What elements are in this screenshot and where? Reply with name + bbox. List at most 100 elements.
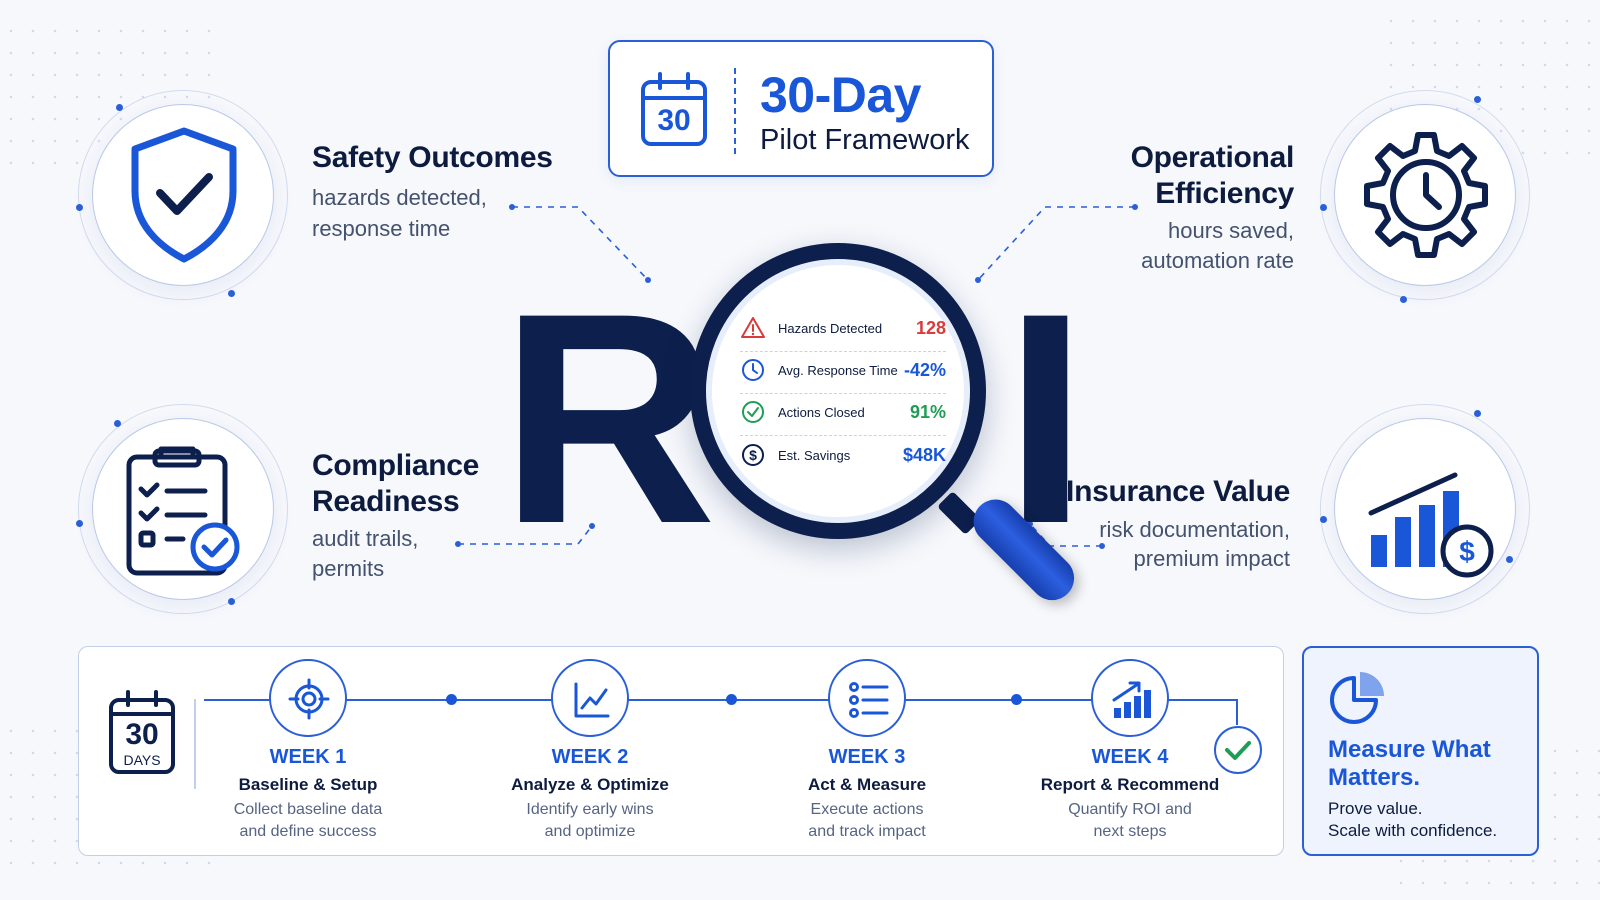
insurance-desc-2: premium impact bbox=[1133, 546, 1290, 571]
timeline-calendar-label: DAYS bbox=[123, 752, 161, 768]
calendar-number: 30 bbox=[657, 104, 691, 137]
svg-text:$: $ bbox=[1459, 536, 1475, 567]
metric-label: Est. Savings bbox=[778, 447, 851, 463]
ring-dot bbox=[1506, 556, 1513, 563]
gear-clock-icon bbox=[1364, 132, 1488, 258]
dollar-circle-icon: $ bbox=[742, 444, 764, 466]
metric-label: Hazards Detected bbox=[778, 320, 883, 336]
metric-value: -42% bbox=[903, 359, 946, 380]
week-4-desc-2: next steps bbox=[1093, 823, 1167, 840]
safety-ring bbox=[78, 90, 288, 300]
target-icon bbox=[288, 678, 330, 720]
compliance-desc-2: permits bbox=[312, 556, 385, 581]
measure-desc: Prove value. Scale with confidence. bbox=[1328, 798, 1538, 842]
insurance-icon-circle: $ bbox=[1334, 418, 1516, 600]
bar-chart-dollar-icon: $ bbox=[1368, 472, 1494, 578]
week-4-desc-1: Quantify ROI and bbox=[1068, 801, 1192, 818]
timeline-line bbox=[204, 699, 1238, 701]
measure-desc-2: Scale with confidence. bbox=[1328, 821, 1498, 840]
ring-dot bbox=[76, 520, 83, 527]
ring-dot bbox=[114, 420, 121, 427]
safety-title: Safety Outcomes bbox=[312, 141, 553, 174]
timeline-node bbox=[726, 694, 737, 705]
ring-dot bbox=[1474, 96, 1481, 103]
ring-dot bbox=[76, 204, 83, 211]
timeline-divider bbox=[194, 699, 196, 789]
measure-desc-1: Prove value. bbox=[1328, 799, 1423, 818]
week-2-desc-2: and optimize bbox=[544, 823, 636, 840]
timeline-line-drop bbox=[1236, 699, 1238, 725]
week-1-subtitle: Baseline & Setup bbox=[238, 775, 378, 794]
operational-title-2: Efficiency bbox=[1155, 177, 1294, 210]
ring-dot bbox=[116, 104, 123, 111]
line-chart-icon bbox=[574, 682, 610, 718]
timeline-node bbox=[446, 694, 457, 705]
week-3-desc-1: Execute actions bbox=[810, 801, 924, 818]
title-divider bbox=[734, 68, 736, 154]
ring-dot bbox=[228, 598, 235, 605]
operational-desc-1: hours saved, bbox=[1168, 218, 1294, 243]
measure-title: Measure What Matters. bbox=[1328, 736, 1491, 791]
metric-row-savings: $ Est. Savings $48K bbox=[740, 437, 946, 473]
insurance-ring bbox=[1320, 404, 1530, 614]
ring-dot bbox=[1474, 410, 1481, 417]
magnifier-lens bbox=[690, 243, 986, 539]
title-card: 30 30-Day Pilot Framework bbox=[608, 40, 994, 177]
insurance-title: Insurance Value bbox=[1066, 475, 1290, 508]
check-circle-icon bbox=[742, 401, 764, 423]
safety-icon-circle bbox=[92, 104, 274, 286]
ring-dot bbox=[1400, 296, 1407, 303]
metric-row-actions: Actions Closed 91% bbox=[740, 394, 946, 430]
warning-icon bbox=[741, 317, 765, 338]
shield-check-icon bbox=[131, 127, 237, 263]
week-3-subtitle: Act & Measure bbox=[807, 775, 927, 794]
page-title: 30-Day bbox=[760, 67, 922, 123]
ring-dot bbox=[1320, 204, 1327, 211]
week-4-icon-circle bbox=[1091, 659, 1169, 737]
measure-card: Measure What Matters. Prove value. Scale… bbox=[1302, 646, 1539, 856]
week-3-icon-circle bbox=[828, 659, 906, 737]
metric-divider bbox=[740, 393, 946, 394]
metric-row-hazards: Hazards Detected 128 bbox=[740, 310, 946, 346]
week-2-icon-circle bbox=[551, 659, 629, 737]
week-1-desc-1: Collect baseline data bbox=[233, 801, 383, 818]
operational-desc-2: automation rate bbox=[1141, 248, 1294, 273]
compliance-title-1: Compliance bbox=[312, 449, 480, 482]
week-1-desc-2: and define success bbox=[239, 823, 377, 840]
metric-value: 91% bbox=[909, 401, 946, 422]
week-2-subtitle: Analyze & Optimize bbox=[511, 775, 669, 794]
compliance-title-2: Readiness bbox=[312, 485, 460, 518]
week-3-title: WEEK 3 bbox=[828, 746, 906, 768]
insurance-desc-1: risk documentation, bbox=[1099, 517, 1290, 542]
svg-text:$: $ bbox=[749, 447, 757, 463]
ring-dot bbox=[1320, 516, 1327, 523]
metric-divider bbox=[740, 351, 946, 352]
clipboard-check-icon bbox=[126, 446, 240, 576]
week-3-desc-2: and track impact bbox=[808, 823, 926, 840]
metric-value: $48K bbox=[902, 444, 946, 465]
calendar-icon bbox=[641, 72, 707, 146]
metric-label: Avg. Response Time bbox=[778, 362, 898, 378]
page-subtitle: Pilot Framework bbox=[760, 124, 970, 156]
week-2-desc-1: Identify early wins bbox=[526, 801, 654, 818]
compliance-icon-circle bbox=[92, 418, 274, 600]
safety-desc-1: hazards detected, bbox=[312, 185, 487, 210]
ring-dot bbox=[228, 290, 235, 297]
growth-chart-icon bbox=[1112, 681, 1151, 718]
week-4-title: WEEK 4 bbox=[1091, 746, 1169, 768]
timeline-node bbox=[1011, 694, 1022, 705]
metric-value: 128 bbox=[915, 317, 946, 338]
safety-desc-2: response time bbox=[312, 216, 451, 241]
compliance-ring bbox=[78, 404, 288, 614]
metric-divider bbox=[740, 435, 946, 436]
operational-ring bbox=[1320, 90, 1530, 300]
week-1-title: WEEK 1 bbox=[269, 746, 347, 768]
timeline-calendar-number: 30 bbox=[125, 718, 159, 751]
check-circle-icon bbox=[1214, 726, 1262, 774]
week-2-title: WEEK 2 bbox=[551, 746, 629, 768]
compliance-desc-1: audit trails, bbox=[312, 526, 419, 551]
week-4-subtitle: Report & Recommend bbox=[1040, 775, 1220, 794]
checklist-icon bbox=[849, 682, 889, 718]
roi-letter-r: R bbox=[500, 250, 717, 586]
